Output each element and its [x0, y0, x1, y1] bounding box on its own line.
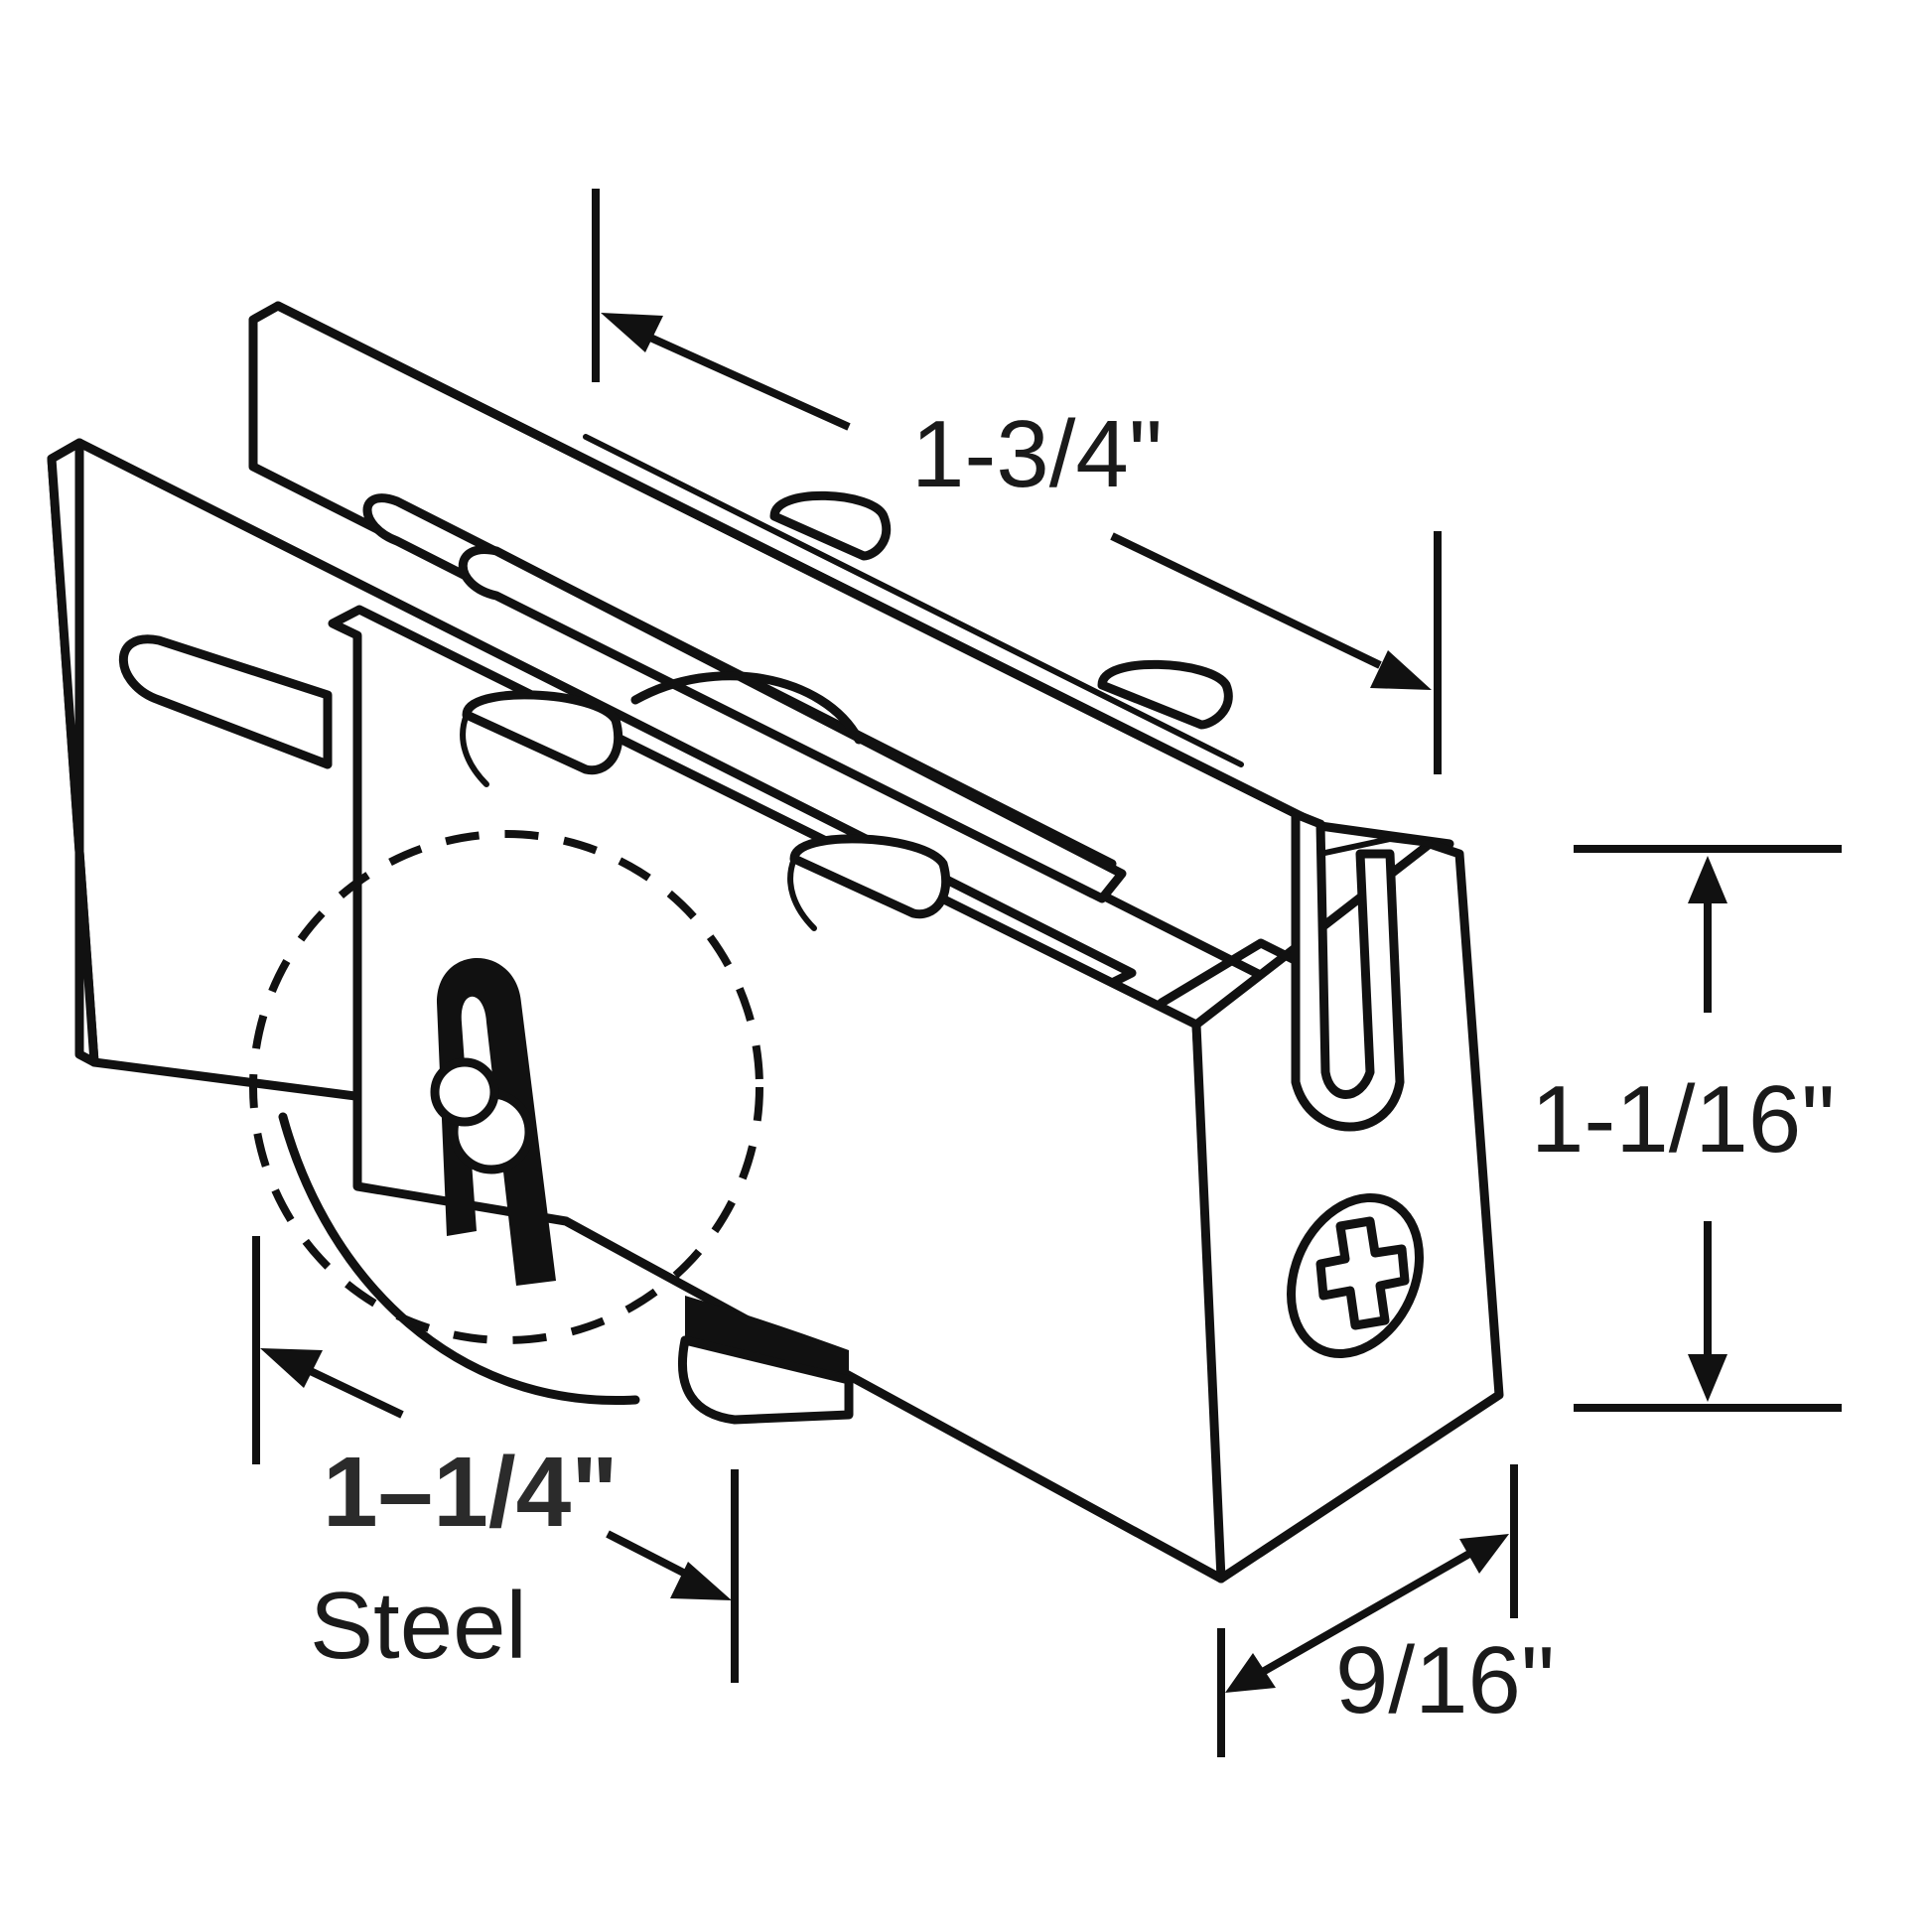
wheel: [249, 671, 951, 1406]
axle-adjust-slot: [430, 958, 556, 1286]
front-slot: [458, 545, 1127, 903]
dimension-length: [592, 189, 1442, 774]
label-wheel-material: Steel: [310, 1573, 527, 1679]
label-wheel-diameter: 1–1/4": [323, 1437, 619, 1548]
rail-tabs: [769, 490, 1233, 730]
label-width: 9/16": [1335, 1627, 1555, 1733]
dimension-wheel-diameter: [252, 1236, 739, 1683]
dimension-height: [1574, 845, 1842, 1412]
phillips-screw-icon: [1287, 1192, 1424, 1359]
dimension-width: [1217, 1464, 1518, 1757]
label-height: 1-1/16": [1531, 1066, 1835, 1173]
label-length: 1-3/4": [911, 401, 1163, 507]
bottom-foot: [677, 1296, 854, 1425]
lower-axle-slot: [118, 634, 333, 769]
